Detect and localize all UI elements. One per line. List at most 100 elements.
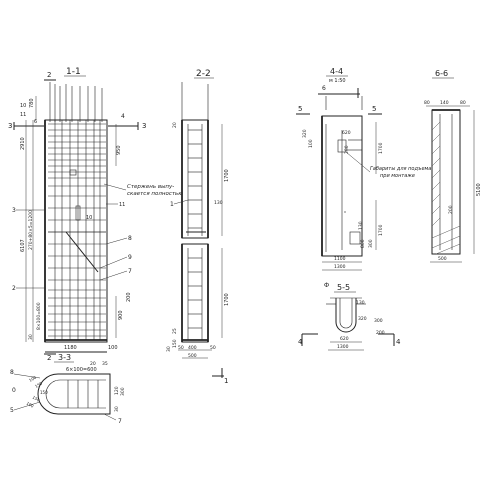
column-2-2-lower — [181, 243, 209, 343]
section-3-3-title: 3-3 — [58, 353, 71, 362]
dim-200-55: 200 — [376, 330, 385, 336]
hatch-6-6 — [431, 121, 461, 255]
dim-300-55: 300 — [374, 318, 383, 324]
dim-50-a: 50 — [178, 345, 184, 351]
rod-note-line1: Стержень выпу- — [127, 184, 174, 190]
dim-100-44: 100 — [308, 139, 314, 148]
stirrup-3-3-outer — [37, 373, 111, 415]
section-4-4-title: 4-4 — [330, 67, 343, 76]
section-1-1-title: 1-1 — [66, 67, 81, 77]
dim-140: 140 — [440, 100, 449, 106]
dim-300: 300 — [120, 387, 126, 396]
mark-0-33: 0 — [12, 387, 16, 394]
dim-130-44: 130 — [358, 221, 364, 230]
dim-500-66: 500 — [438, 256, 447, 262]
section-2-2: 2-2 20 1700 130 — [166, 69, 230, 385]
dim-620-55: 620 — [340, 336, 349, 342]
dim-5100: 5100 — [476, 183, 482, 196]
mark-7-33: 7 — [118, 418, 122, 425]
dim-100-a: 100 — [28, 374, 38, 382]
label-11-right: 11 — [119, 202, 125, 208]
dim-1700-upper: 1700 — [224, 169, 230, 182]
stirrup-3-3-inner — [45, 379, 106, 409]
section-4-4-scale: м 1:50 — [329, 78, 346, 84]
cut-4-right: 4 — [396, 338, 401, 346]
mark-8-33: 8 — [10, 369, 14, 376]
section-6-6-title: 6-6 — [435, 69, 448, 78]
mark-3-left: 3 — [12, 207, 16, 214]
dim-35: 35 — [102, 361, 108, 367]
dim-20-33: 20 — [90, 361, 96, 367]
dim-4200: 8×100=800 — [36, 302, 42, 330]
dim-320-44: 320 — [302, 129, 308, 138]
dim-30-33: 30 — [114, 406, 120, 412]
dim-620-44: 620 — [342, 130, 351, 136]
section-5-5: 5-5 Ф 130 320 300 200 620 1300 4 4 — [298, 282, 401, 351]
dim-6107: 6107 — [20, 239, 26, 252]
mark-A-55: Ф — [324, 282, 329, 289]
dim-1700-44b: 1700 — [378, 224, 384, 236]
top-rods — [49, 82, 103, 122]
dim-300-44: 300 — [368, 239, 374, 248]
mark-8: 8 — [128, 235, 132, 242]
dim-50-b: 50 — [210, 345, 216, 351]
mark-1-leader: 1 — [170, 201, 174, 208]
dim-1180: 1180 — [64, 345, 77, 351]
dim-1300-55: 1300 — [337, 344, 349, 350]
dim-320-55: 320 — [358, 316, 367, 322]
cut-5-left: 5 — [298, 105, 302, 113]
dim-6x100: 6×100=600 — [66, 367, 97, 373]
mark-9: 9 — [128, 254, 132, 261]
gabarit-line2: при монтаже — [380, 173, 415, 179]
dim-20-top: 20 — [172, 122, 178, 128]
mark-7: 7 — [128, 268, 132, 275]
section-6-6: 6-6 80 140 80 200 5100 500 — [424, 69, 482, 263]
section-5-5-title: 5-5 — [337, 283, 350, 292]
dim-150-c: 150 — [40, 390, 48, 395]
dim-1100-44: 1100 — [334, 256, 346, 262]
dim-80-a: 80 — [424, 100, 430, 106]
dim-30-left: 30 — [28, 334, 34, 340]
label-10-top: 10 — [20, 103, 26, 109]
dim-100-bottom: 100 — [108, 345, 118, 351]
label-11-top: 11 — [20, 112, 26, 118]
dim-200-right: 200 — [126, 292, 132, 302]
mark-5-33: 5 — [10, 407, 14, 414]
dim-25: 25 — [172, 328, 178, 334]
dim-100-b: 100 — [26, 401, 36, 409]
dim-900-right: 900 — [118, 310, 124, 320]
dim-400: 400 — [188, 345, 197, 351]
label-10-mid: 10 — [86, 215, 92, 221]
cut-mark-1-bottom: 1 — [224, 377, 228, 385]
cut-mark-2-bottom: 2 — [47, 354, 51, 362]
cut-mark-2-top: 2 — [47, 71, 51, 79]
section-1-1: 1-1 2 — [8, 67, 183, 362]
dim-1700-lower: 1700 — [224, 293, 230, 306]
dim-780: 780 — [29, 98, 35, 108]
cut-4-left: 4 — [298, 338, 303, 346]
section-4-4: 4-4 м 1:50 6 5 5 320 100 620 280 1700 Га… — [296, 67, 431, 271]
u-shape-5-5-outer — [335, 298, 357, 333]
lower-mesh — [48, 231, 106, 337]
dim-1200: 270+80×5=1200 — [28, 210, 34, 250]
column-6-6-outline — [431, 109, 461, 255]
rod-note-line2: скается полностью — [127, 191, 183, 197]
gabarit-line1: Габариты для подъема — [370, 166, 431, 172]
section-2-2-title: 2-2 — [196, 69, 211, 79]
mark-4-right: 4 — [121, 113, 125, 120]
dim-130: 130 — [214, 200, 223, 206]
dim-130-55: 130 — [356, 300, 365, 306]
section-3-3: 3-3 6×100=600 35 20 120 300 30 8 0 5 100… — [10, 353, 126, 425]
dim-2910: 2910 — [20, 137, 26, 150]
dim-950: 950 — [116, 145, 122, 155]
cut-3-right-label: 3 — [142, 122, 146, 130]
dim-80-b: 80 — [460, 100, 466, 106]
label-6-top: 6 — [34, 119, 37, 125]
dim-30-22: 30 — [166, 346, 172, 352]
cut-3-left-label: 3 — [8, 122, 12, 130]
dim-150: 150 — [172, 339, 178, 348]
dim-150-a: 150 — [34, 380, 44, 388]
dim-1700-44a: 1700 — [378, 142, 384, 154]
dim-800-44: 800 — [360, 239, 366, 248]
